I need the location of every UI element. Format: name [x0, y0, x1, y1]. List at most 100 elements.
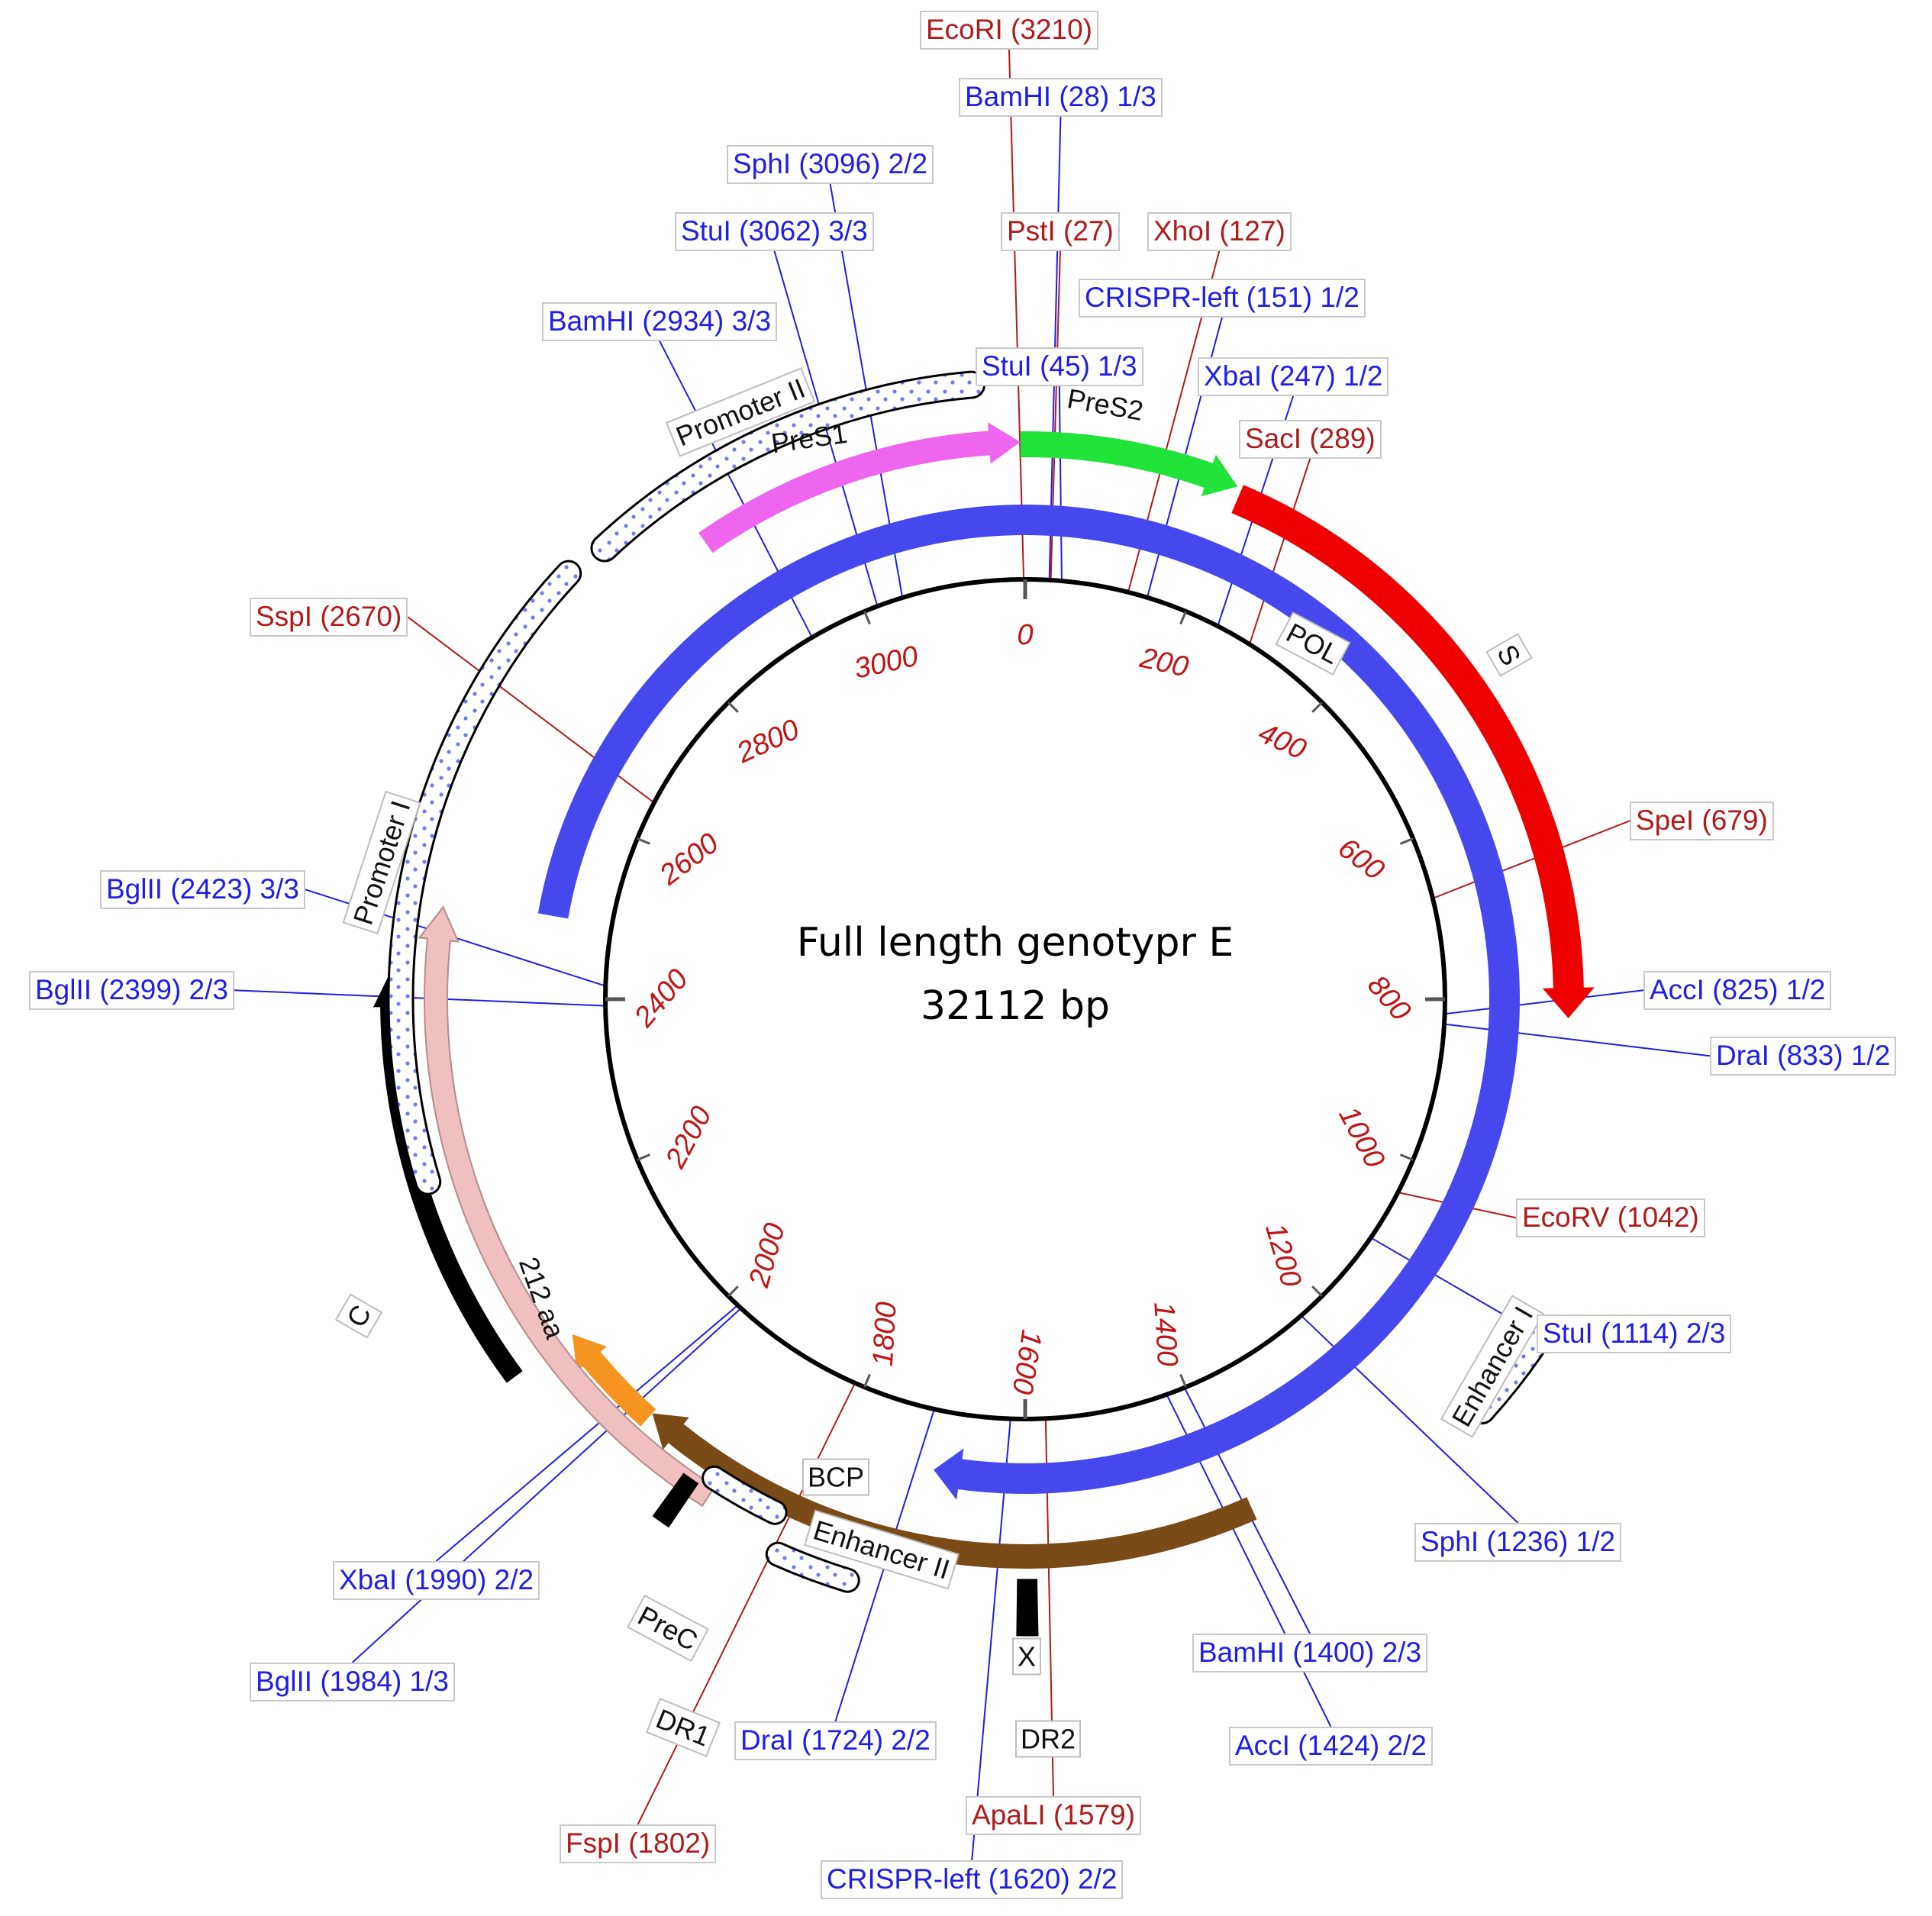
tick-mark — [1399, 1153, 1414, 1161]
tick-label: 1200 — [1259, 1220, 1307, 1291]
site-leader-line — [1008, 49, 1025, 580]
site-label[interactable]: SacI (289) — [1239, 420, 1382, 459]
site-label[interactable]: SphI (1236) 1/2 — [1414, 1523, 1622, 1562]
tick-mark — [637, 837, 651, 845]
tick-mark — [863, 1373, 871, 1388]
tick-label: 1800 — [867, 1301, 903, 1367]
site-label[interactable]: XbaI (247) 1/2 — [1198, 357, 1389, 396]
site-label[interactable]: DraI (833) 1/2 — [1710, 1037, 1897, 1076]
site-label[interactable]: StuI (1114) 2/3 — [1537, 1314, 1732, 1353]
dr1-mark — [652, 1472, 699, 1528]
tick-mark — [727, 702, 739, 713]
feature-label-text: DR2 — [1021, 1724, 1076, 1755]
feature-label-box — [627, 1594, 709, 1663]
feature-label-text: PreS2 — [1065, 382, 1146, 427]
site-leader-line — [1058, 385, 1063, 582]
site-label[interactable]: BglII (2399) 2/3 — [29, 971, 234, 1010]
site-label[interactable]: EcoRI (3210) — [920, 11, 1098, 50]
site-label[interactable]: XbaI (1990) 2/2 — [333, 1561, 540, 1600]
feature-label-box — [804, 1509, 960, 1590]
tick-label: 800 — [1361, 969, 1417, 1027]
feature-label-dr2: DR2 — [1014, 1720, 1082, 1758]
site-leader-line — [1444, 989, 1644, 1015]
pres2-arc — [1020, 431, 1238, 497]
site-label[interactable]: BglII (2423) 3/3 — [100, 870, 305, 909]
tick-label: 2000 — [743, 1220, 792, 1292]
map-title: Full length genotypr E — [796, 920, 1234, 966]
map-size: 32112 bp — [921, 983, 1110, 1029]
promoter-i-box — [387, 560, 582, 1195]
tick-label: 600 — [1332, 832, 1390, 887]
tick-label: 1000 — [1332, 1102, 1391, 1173]
site-label[interactable]: AccI (1424) 2/2 — [1229, 1727, 1433, 1766]
prec-arc — [572, 1334, 656, 1427]
site-leader-line — [234, 989, 606, 1007]
feature-label-pres2: PreS2 — [1065, 382, 1146, 427]
feature-label-box — [1440, 1295, 1545, 1438]
site-label[interactable]: SspI (2670) — [250, 598, 408, 637]
feature-label-bcp: BCP — [802, 1458, 870, 1496]
tick-mark — [1179, 611, 1187, 625]
tick-label: 2600 — [653, 827, 725, 892]
site-label[interactable]: FspI (1802) — [560, 1824, 717, 1863]
pres1-arc — [698, 422, 1021, 553]
x-arc — [652, 1413, 1257, 1569]
site-label[interactable]: AccI (825) 1/2 — [1643, 971, 1832, 1010]
feature-label-prec: PreC — [627, 1594, 709, 1663]
feature-label-box — [1485, 633, 1533, 677]
tick-mark — [1179, 1373, 1187, 1388]
212-aa-arc — [418, 905, 716, 1508]
site-label[interactable]: SphI (3096) 2/2 — [727, 145, 934, 184]
feature-label-box — [1275, 611, 1351, 676]
feature-label-box — [342, 790, 421, 935]
tick-mark — [863, 611, 871, 625]
s-arc — [1231, 485, 1595, 1018]
tick-label: 200 — [1137, 642, 1192, 684]
site-leader-line — [351, 1308, 742, 1663]
tick-mark — [1399, 837, 1414, 845]
tick-label: 400 — [1253, 717, 1311, 766]
bcp-box — [702, 1465, 788, 1525]
site-leader-line — [1248, 458, 1311, 645]
feature-label-box — [802, 1458, 870, 1496]
site-label[interactable]: BamHI (28) 1/3 — [959, 78, 1163, 117]
feature-label-text: X — [1018, 1641, 1036, 1672]
site-label[interactable]: PstI (27) — [1001, 212, 1120, 251]
site-label[interactable]: CRISPR-left (1620) 2/2 — [821, 1860, 1124, 1899]
feature-label-dr1: DR1 — [645, 1698, 721, 1757]
tick-label: 0 — [1017, 619, 1033, 651]
site-leader-line — [637, 1382, 856, 1825]
site-leader-line — [435, 1305, 739, 1562]
promoter-ii-box — [590, 370, 986, 563]
dr2-mark — [1016, 1579, 1039, 1637]
feature-label-s: S — [1485, 633, 1533, 677]
feature-label-box — [1011, 1637, 1042, 1676]
site-label[interactable]: StuI (45) 1/3 — [976, 347, 1143, 386]
feature-label-x: X — [1011, 1637, 1042, 1676]
feature-label-text: BCP — [808, 1462, 864, 1493]
site-label[interactable]: BglII (1984) 1/3 — [250, 1663, 455, 1701]
feature-label-box — [665, 367, 816, 457]
site-label[interactable]: CRISPR-left (151) 1/2 — [1079, 279, 1366, 318]
tick-label: 3000 — [851, 640, 921, 685]
site-label[interactable]: ApaLI (1579) — [966, 1796, 1141, 1835]
site-label[interactable]: DraI (1724) 2/2 — [734, 1721, 937, 1760]
site-label[interactable]: SpeI (679) — [1630, 802, 1774, 840]
site-label[interactable]: EcoRV (1042) — [1516, 1198, 1705, 1237]
feature-label-box — [1014, 1720, 1082, 1758]
site-label[interactable]: XhoI (127) — [1147, 212, 1292, 251]
tick-mark — [637, 1153, 651, 1161]
enhancer-ii-box — [765, 1541, 860, 1593]
tick-label: 2400 — [627, 963, 694, 1034]
site-label[interactable]: BamHI (2934) 3/3 — [542, 302, 778, 341]
site-leader-line — [1443, 1023, 1711, 1057]
tick-label: 1600 — [1006, 1327, 1048, 1396]
tick-label: 1400 — [1147, 1301, 1183, 1367]
tick-mark — [1311, 1285, 1323, 1297]
site-label[interactable]: BamHI (1400) 2/3 — [1192, 1634, 1428, 1672]
feature-label-c: C — [334, 1293, 383, 1339]
site-label[interactable]: StuI (3062) 3/3 — [675, 212, 874, 251]
feature-label-box — [645, 1698, 721, 1757]
tick-label: 2200 — [660, 1102, 718, 1174]
